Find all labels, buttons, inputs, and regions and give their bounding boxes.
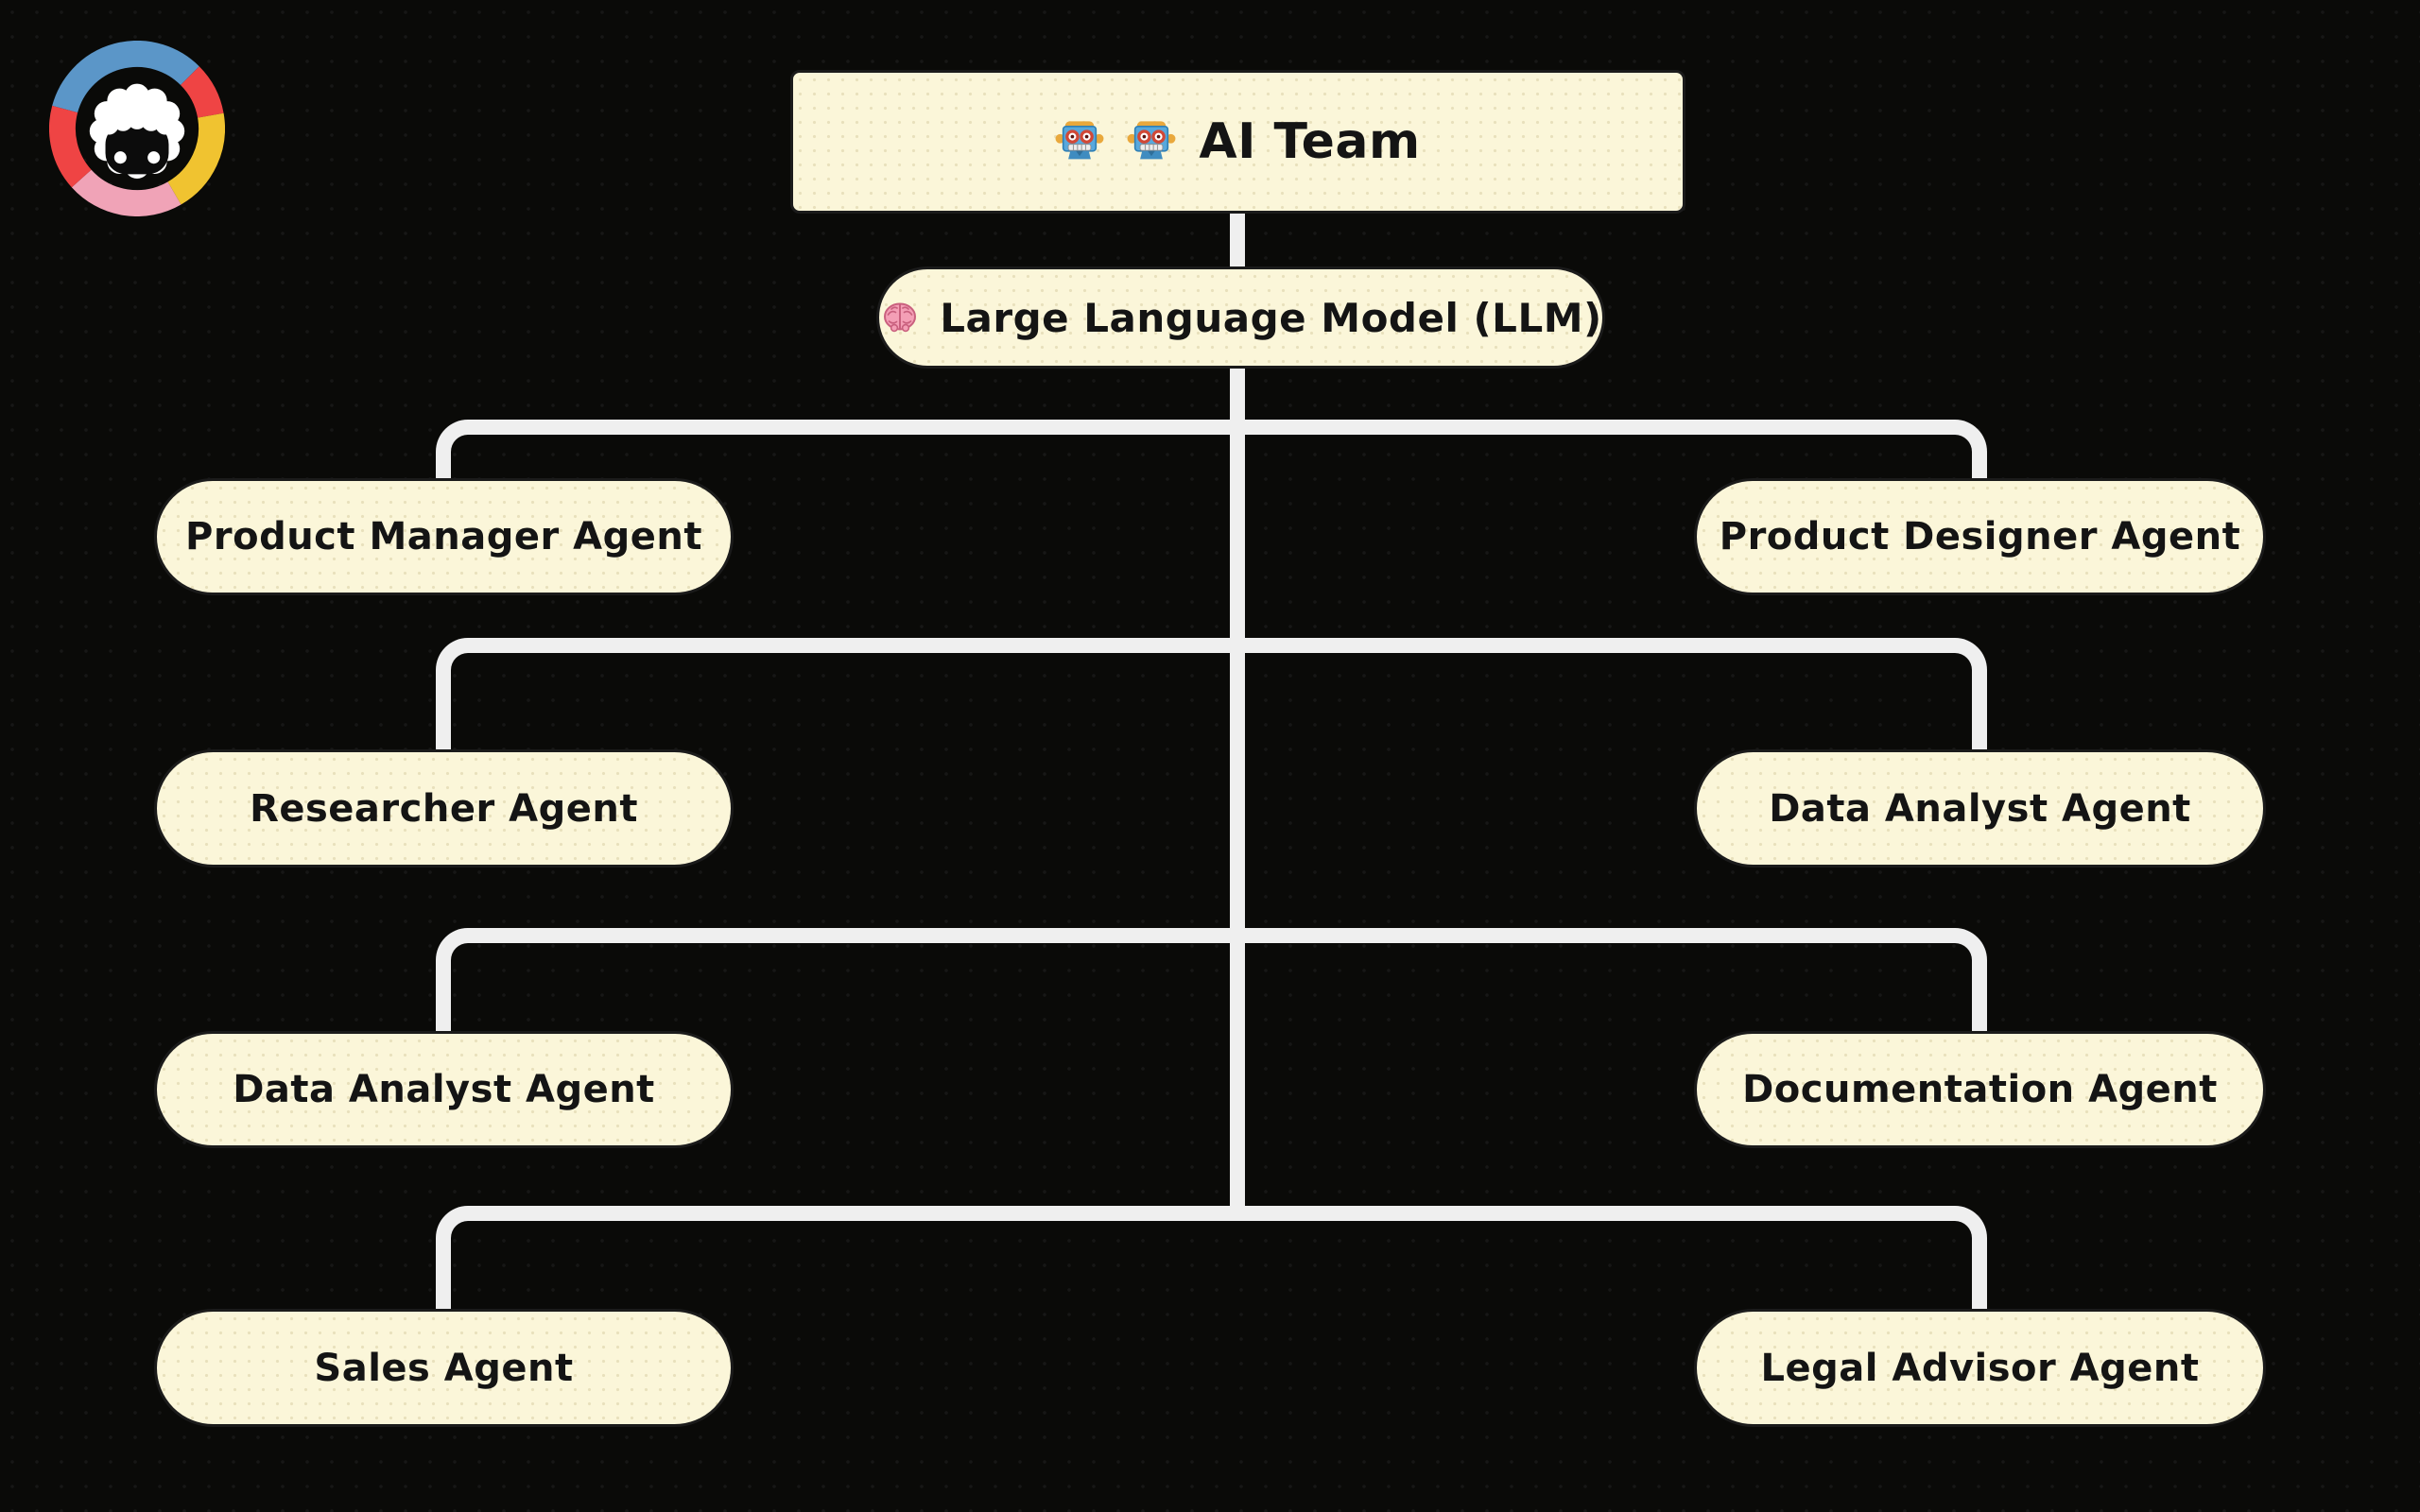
node-label: Data Analyst Agent bbox=[233, 1068, 655, 1111]
node-label: Documentation Agent bbox=[1742, 1068, 2218, 1111]
edge-hub-to-data-analyst-left bbox=[436, 928, 1245, 1033]
node-label: Sales Agent bbox=[314, 1346, 574, 1390]
node-label: Legal Advisor Agent bbox=[1760, 1346, 2200, 1390]
edge-hub-to-sales bbox=[436, 1206, 1245, 1311]
node-label: Data Analyst Agent bbox=[1769, 786, 2191, 831]
brain-icon bbox=[884, 302, 917, 333]
edge-hub-to-product-manager bbox=[436, 420, 1245, 480]
node-ai-team: AI Team bbox=[790, 70, 1685, 214]
edge-hub-to-documentation bbox=[1230, 928, 1987, 1033]
node-data-analyst-agent-right: Data Analyst Agent bbox=[1694, 749, 2266, 868]
sheep-eye bbox=[147, 151, 161, 164]
node-sales-agent: Sales Agent bbox=[154, 1309, 734, 1427]
edge-hub-to-legal-advisor bbox=[1230, 1206, 1987, 1311]
robot-icon bbox=[1055, 121, 1104, 160]
node-documentation-agent: Documentation Agent bbox=[1694, 1031, 2266, 1148]
node-data-analyst-agent-left: Data Analyst Agent bbox=[154, 1031, 734, 1148]
node-label: Product Manager Agent bbox=[185, 515, 702, 558]
node-label: AI Team bbox=[1199, 113, 1421, 170]
node-label: Product Designer Agent bbox=[1719, 515, 2241, 558]
node-legal-advisor-agent: Legal Advisor Agent bbox=[1694, 1309, 2266, 1427]
edge-root-to-hub bbox=[1230, 210, 1245, 268]
node-researcher-agent: Researcher Agent bbox=[154, 749, 734, 868]
node-label: Researcher Agent bbox=[250, 786, 638, 831]
edge-hub-to-data-analyst-right bbox=[1230, 638, 1987, 751]
sheep-eye bbox=[113, 151, 127, 164]
edge-hub-to-researcher bbox=[436, 638, 1245, 751]
node-llm: Large Language Model (LLM) bbox=[876, 266, 1605, 369]
edge-hub-to-product-designer bbox=[1230, 420, 1987, 480]
node-product-manager-agent: Product Manager Agent bbox=[154, 478, 734, 595]
robot-icon bbox=[1127, 121, 1176, 160]
sheep-fringe bbox=[99, 110, 175, 135]
node-product-designer-agent: Product Designer Agent bbox=[1694, 478, 2266, 595]
sheep-logo bbox=[49, 41, 225, 216]
node-label: Large Language Model (LLM) bbox=[940, 294, 1602, 341]
edge-trunk bbox=[1230, 365, 1245, 1221]
